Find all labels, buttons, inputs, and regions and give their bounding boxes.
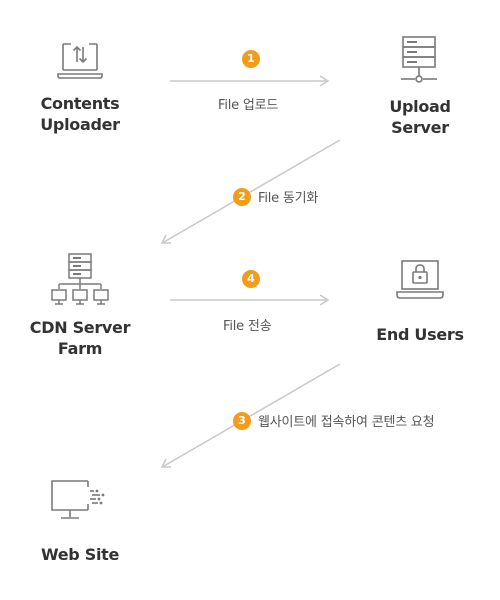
step-badge-3: 3 bbox=[233, 411, 251, 430]
node-upload-server: Upload Server bbox=[360, 96, 480, 138]
step-badge-4: 4 bbox=[242, 270, 260, 288]
node-contents-uploader-line2: Uploader bbox=[40, 115, 120, 134]
server-icon bbox=[401, 36, 437, 83]
server-farm-icon bbox=[51, 253, 109, 305]
arrow-cdn-to-end-users-head bbox=[319, 294, 330, 306]
monitor-icon bbox=[51, 480, 105, 519]
step-badge-2: 2 bbox=[233, 187, 251, 206]
arrow-uploader-to-upload-server-head bbox=[319, 75, 330, 87]
step-3-group: 3 웹사이트에 접속하여 콘텐츠 요청 bbox=[233, 411, 435, 430]
node-cdn-server-farm: CDN Server Farm bbox=[20, 317, 140, 359]
edge-label-request: 웹사이트에 접속하여 콘텐츠 요청 bbox=[258, 415, 435, 430]
node-web-site: Web Site bbox=[40, 545, 120, 564]
arrow-upload-server-to-cdn bbox=[163, 139, 341, 243]
node-upload-server-line1: Upload bbox=[389, 97, 451, 116]
edge-label-transfer: File 전송 bbox=[223, 319, 272, 334]
step-badge-1: 1 bbox=[242, 50, 260, 68]
edge-label-upload: File 업로드 bbox=[218, 98, 279, 113]
arrow-upload-server-to-cdn-head bbox=[160, 234, 171, 244]
node-cdn-line2: Farm bbox=[57, 339, 103, 358]
laptop-upload-icon bbox=[57, 43, 103, 79]
node-upload-server-line2: Server bbox=[391, 118, 449, 137]
laptop-lock-icon bbox=[396, 260, 444, 299]
node-end-users: End Users bbox=[376, 325, 464, 344]
arrow-end-users-to-web-site bbox=[163, 363, 341, 467]
node-cdn-line1: CDN Server bbox=[29, 318, 131, 337]
edge-label-sync: File 동기화 bbox=[258, 191, 319, 206]
step-2-group: 2 File 동기화 bbox=[233, 187, 318, 206]
arrow-end-users-to-web-site-head bbox=[160, 458, 171, 468]
node-contents-uploader-line1: Contents bbox=[40, 94, 120, 113]
node-contents-uploader: Contents Uploader bbox=[20, 93, 140, 135]
